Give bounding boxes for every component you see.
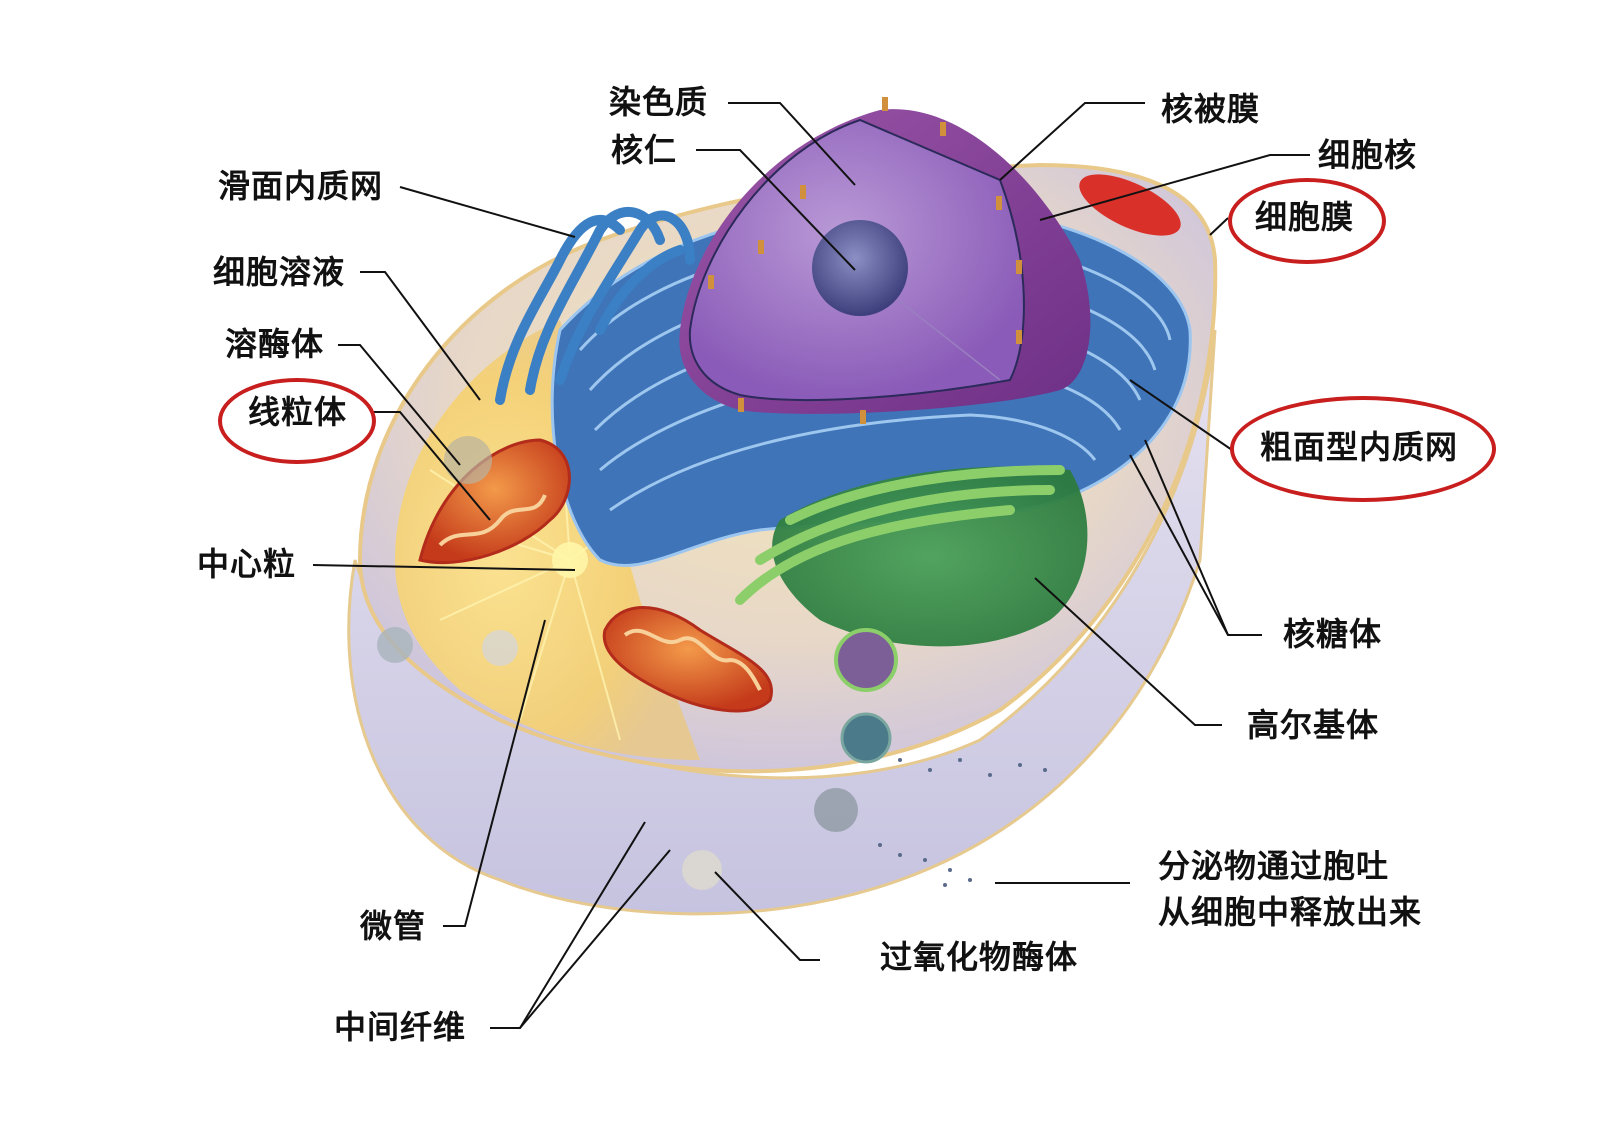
highlight-circle-rough-er <box>1230 396 1496 502</box>
label-nuclear-envelope: 核被膜 <box>1161 90 1261 128</box>
label-cytosol: 细胞溶液 <box>213 253 346 291</box>
label-chromatin: 染色质 <box>609 83 709 121</box>
label-golgi: 高尔基体 <box>1247 706 1380 744</box>
label-secretion-line2: 从细胞中释放出来 <box>1158 893 1423 932</box>
label-rough-er: 粗面型内质网 <box>1260 428 1459 466</box>
highlight-circle-mitochondrion <box>218 378 376 464</box>
label-secretion: 分泌物通过胞吐 从细胞中释放出来 <box>1158 843 1422 936</box>
label-centriole: 中心粒 <box>197 545 297 583</box>
label-mitochondrion: 线粒体 <box>248 393 348 431</box>
label-nucleolus: 核仁 <box>611 131 678 169</box>
label-cell-membrane: 细胞膜 <box>1255 198 1355 236</box>
label-smooth-er: 滑面内质网 <box>218 167 384 205</box>
label-secretion-line1: 分泌物通过胞吐 <box>1158 847 1390 885</box>
label-nucleus: 细胞核 <box>1318 136 1418 174</box>
label-intermediate-filament: 中间纤维 <box>334 1008 467 1046</box>
label-microtubule: 微管 <box>360 907 427 945</box>
label-ribosome: 核糖体 <box>1283 615 1383 653</box>
label-lysosome: 溶酶体 <box>225 325 325 363</box>
label-peroxisome: 过氧化物酶体 <box>880 938 1079 976</box>
highlight-circle-cell-membrane <box>1228 178 1386 264</box>
